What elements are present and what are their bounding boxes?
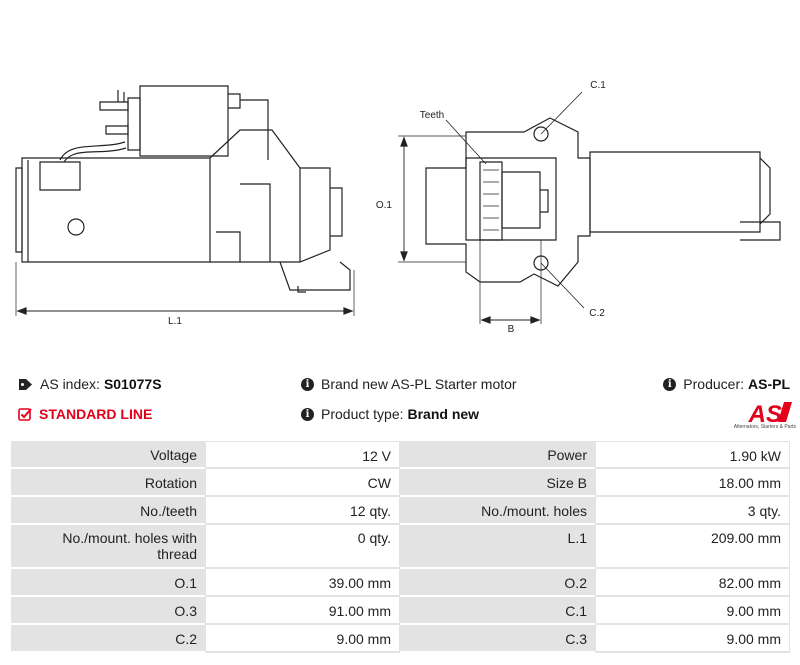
spec-label: Size B [400, 469, 595, 497]
checkbox-checked-icon [18, 407, 32, 421]
spec-value: 12 qty. [205, 497, 400, 525]
spec-value: 91.00 mm [205, 597, 400, 625]
as-index-label: AS index: [40, 376, 100, 392]
spec-value: 18.00 mm [595, 469, 790, 497]
spec-value: 3 qty. [595, 497, 790, 525]
spec-label: O.2 [400, 569, 595, 597]
product-type-value: Brand new [407, 406, 480, 422]
as-pl-logo: AS [748, 401, 792, 428]
dim-label-teeth: Teeth [420, 110, 444, 121]
tag-icon [18, 378, 33, 391]
technical-drawing: L.1 Teeth O.1 C.1 C.2 B [15, 80, 781, 335]
product-type-label: Product type: [321, 406, 404, 422]
logo-text: AS [748, 401, 782, 428]
spec-value: CW [205, 469, 400, 497]
spec-label: L.1 [400, 525, 595, 569]
as-index-value: S01077S [103, 376, 162, 392]
producer-label: Producer: [683, 376, 744, 392]
description-text: Brand new AS-PL Starter motor [321, 376, 517, 392]
producer: i Producer: AS-PL [663, 376, 790, 392]
description: i Brand new AS-PL Starter motor [301, 376, 517, 392]
spec-value: 39.00 mm [205, 569, 400, 597]
starter-side-view [15, 85, 355, 316]
info-icon: i [301, 407, 314, 421]
spec-value: 9.00 mm [595, 625, 790, 653]
spec-label: No./teeth [11, 497, 205, 525]
spec-label: No./mount. holes with thread [11, 525, 205, 569]
spec-label: C.2 [11, 625, 205, 653]
spec-value: 82.00 mm [595, 569, 790, 597]
spec-value: 209.00 mm [595, 525, 790, 569]
as-index: AS index: S01077S [18, 376, 162, 392]
dim-label-c2: C.2 [589, 308, 605, 319]
product-type: i Product type: Brand new [301, 406, 479, 422]
info-icon: i [301, 377, 314, 391]
spec-value: 1.90 kW [595, 441, 790, 469]
starter-front-view [398, 91, 781, 324]
spec-value: 12 V [205, 441, 400, 469]
dim-label-o1: O.1 [376, 200, 393, 211]
dim-label-c1: C.1 [590, 80, 606, 91]
spec-label: Voltage [11, 441, 205, 469]
logo-tagline: Alternators, Starters & Parts [733, 424, 796, 430]
spec-label: O.3 [11, 597, 205, 625]
spec-value: 0 qty. [205, 525, 400, 569]
standard-line-label: STANDARD LINE [39, 406, 153, 422]
spec-label: Rotation [11, 469, 205, 497]
spec-value: 9.00 mm [595, 597, 790, 625]
spec-label: Power [400, 441, 595, 469]
dim-label-l1: L.1 [168, 316, 182, 327]
spec-value: 9.00 mm [205, 625, 400, 653]
spec-label: C.1 [400, 597, 595, 625]
dim-label-b: B [508, 324, 515, 335]
producer-value: AS-PL [748, 376, 790, 392]
spec-label: O.1 [11, 569, 205, 597]
product-info: AS index: S01077S STANDARD LINE i Brand … [0, 370, 800, 432]
info-icon: i [663, 377, 677, 391]
spec-label: C.3 [400, 625, 595, 653]
spec-label: No./mount. holes [400, 497, 595, 525]
standard-line: STANDARD LINE [18, 406, 152, 422]
